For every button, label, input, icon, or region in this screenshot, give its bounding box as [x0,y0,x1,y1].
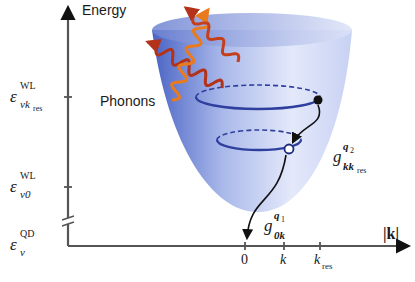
coupling-symbol: g [333,148,342,165]
energy-symbol: ε [10,236,17,253]
superscript: q [274,210,280,221]
subscript: v [20,247,25,258]
energy-axis [67,8,69,246]
energy-symbol: ε [10,88,17,105]
energy-ring-back [196,85,320,97]
superscript: QD [20,229,34,239]
axis-tick [64,96,72,98]
energy-ring-front [196,97,320,109]
scattering-arrow [247,155,286,238]
superscript: WL [20,171,36,181]
subscript: kk [343,161,354,172]
energy-symbol: ε [10,178,17,195]
energy-ring-back [217,130,301,140]
superscript: WL [20,81,36,91]
subsubscript: res [357,167,366,175]
band-paraboloid [152,30,352,212]
subscript: v0 [20,189,30,200]
band-top [152,13,352,47]
subscript: 0k [274,230,285,241]
state-circle [285,145,294,154]
axis-break [62,216,74,220]
axis-title: |k| [383,226,399,242]
subsubscript: res [33,105,42,113]
axis-tick [244,242,246,250]
tick-subscript: res [322,262,333,271]
axis-tick [64,186,72,188]
phonon-label: Phonons [100,94,155,108]
coupling-symbol: g [264,217,273,234]
subsubscript: 1 [281,216,285,224]
tick-label: 0 [241,253,248,267]
subsubscript: 2 [350,147,354,155]
phonon-wave [186,8,239,62]
subscript: vk [20,99,30,110]
state-dot [314,96,323,105]
axis-tick [283,242,285,250]
axis-title: Energy [82,3,126,17]
tick-label: k [314,253,320,267]
superscript: q [343,141,349,152]
axis-tick [319,242,321,250]
k-axis [68,245,408,247]
scattering-arrow [293,105,320,142]
tick-label: k [280,253,286,267]
axis-break [62,222,74,226]
